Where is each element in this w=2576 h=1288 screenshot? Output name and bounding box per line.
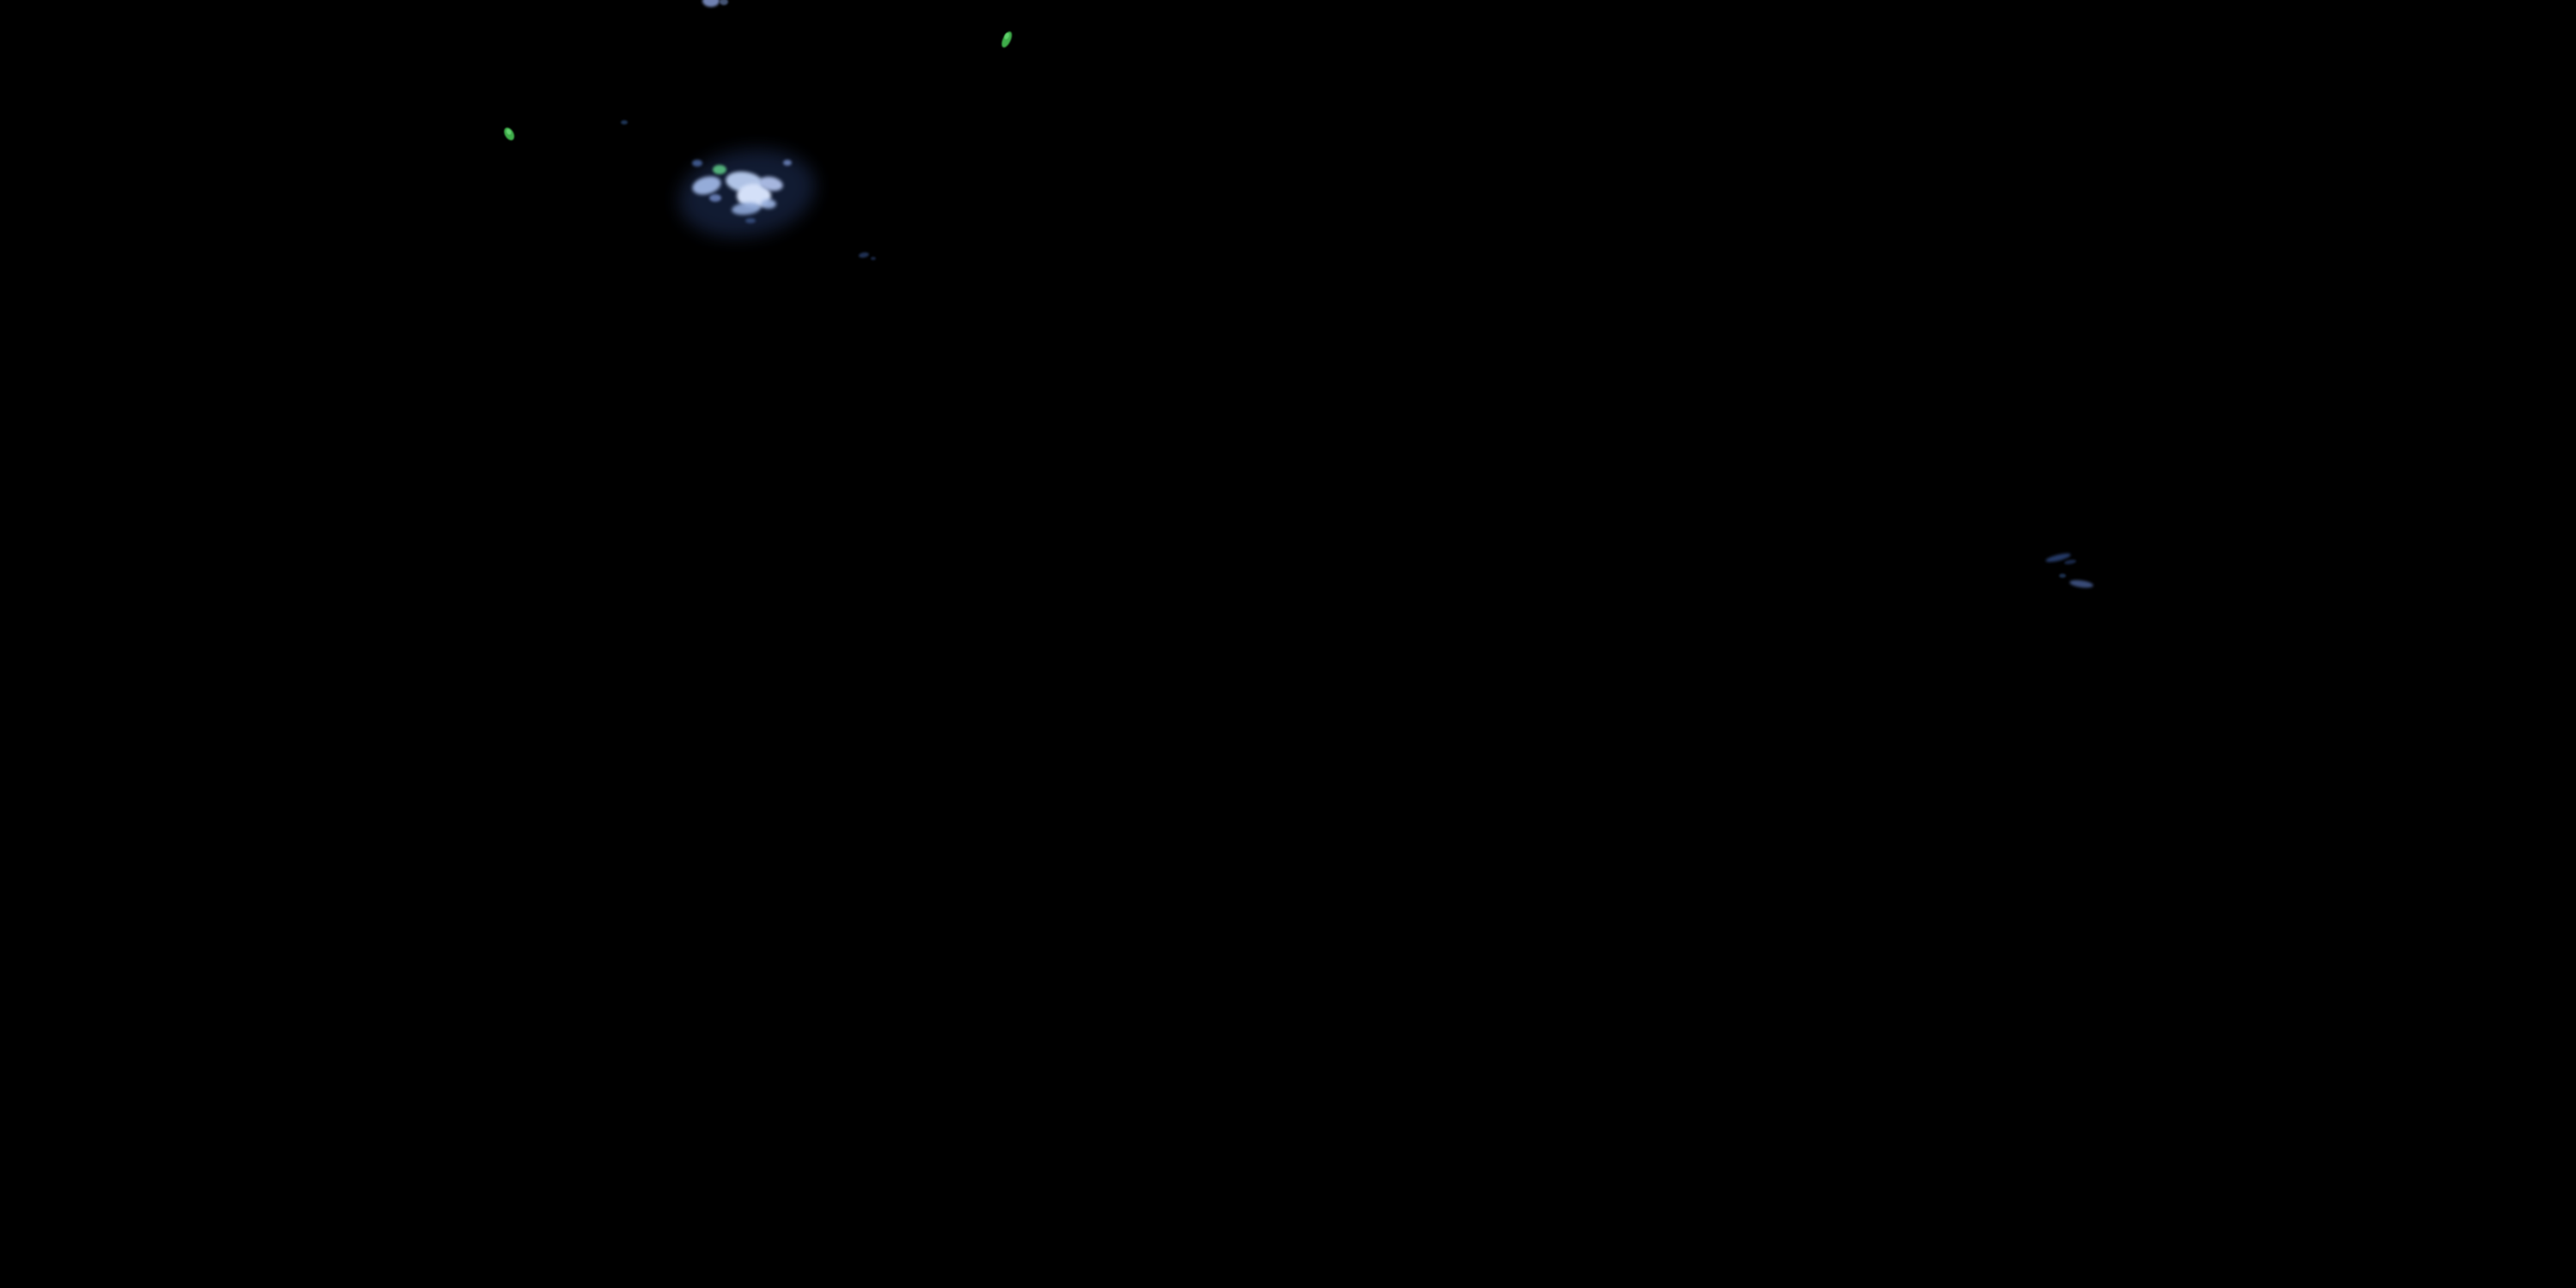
radar-echo: [724, 169, 765, 195]
radar-echo: [709, 194, 721, 202]
radar-echo: [871, 257, 876, 260]
radar-echo: [702, 0, 720, 7]
radar-echo: [2044, 551, 2072, 564]
radar-echo: [761, 199, 776, 209]
radar-echo: [2059, 574, 2066, 578]
radar-echo: [621, 120, 628, 125]
radar-echo: [690, 173, 724, 198]
radar-echo: [1003, 32, 1011, 40]
radar-echo: [745, 218, 756, 223]
radar-echo: [720, 0, 728, 5]
radar-echo: [731, 201, 762, 216]
radar-echo: [737, 184, 771, 208]
radar-echo: [713, 165, 726, 174]
radar-echo: [671, 138, 823, 248]
radar-echo: [501, 125, 517, 143]
radar-echo: [757, 174, 785, 193]
radar-echo: [505, 128, 513, 136]
radar-echo: [858, 252, 870, 258]
radar-echo: [2063, 558, 2077, 566]
radar-echo: [692, 160, 702, 167]
radar-echo: [999, 30, 1014, 49]
radar-echo: [2069, 579, 2094, 589]
radar-echo: [783, 160, 792, 166]
